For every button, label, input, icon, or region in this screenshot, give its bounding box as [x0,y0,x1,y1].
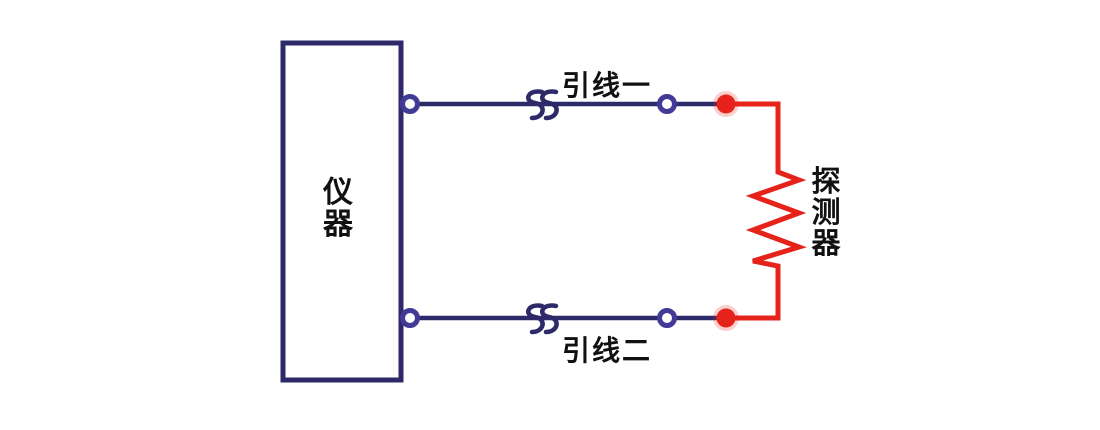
detector-label: 探测器 [811,164,841,260]
lead-terminal-top [657,94,677,114]
instrument-terminal-top [400,94,420,114]
junction-dot-bottom [716,308,736,328]
lead-terminal-bottom [657,308,677,328]
detector-resistor [723,101,807,321]
instrument-label: 仪器 [323,175,353,242]
lead-bottom-label: 引线二 [562,334,653,367]
instrument-box [280,40,404,383]
lead-top-label: 引线一 [562,69,653,102]
instrument-terminal-bottom [400,308,420,328]
junction-dot-top [716,94,736,114]
